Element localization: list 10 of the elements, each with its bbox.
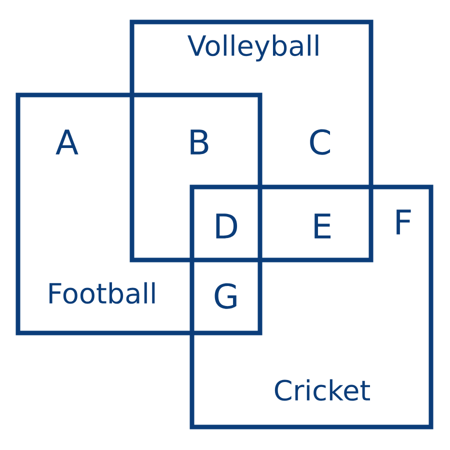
region-letter: D	[216, 214, 238, 238]
region-letter: G	[214, 283, 236, 309]
region-letter: C	[310, 129, 330, 155]
set-name: Cricket	[274, 379, 370, 401]
set-name: Football	[50, 282, 155, 304]
region-letter: E	[314, 214, 331, 238]
region-letter: B	[190, 130, 208, 154]
set-name: Volleyball	[188, 34, 318, 62]
region-letter: F	[396, 210, 411, 234]
region-letter: A	[56, 130, 78, 154]
